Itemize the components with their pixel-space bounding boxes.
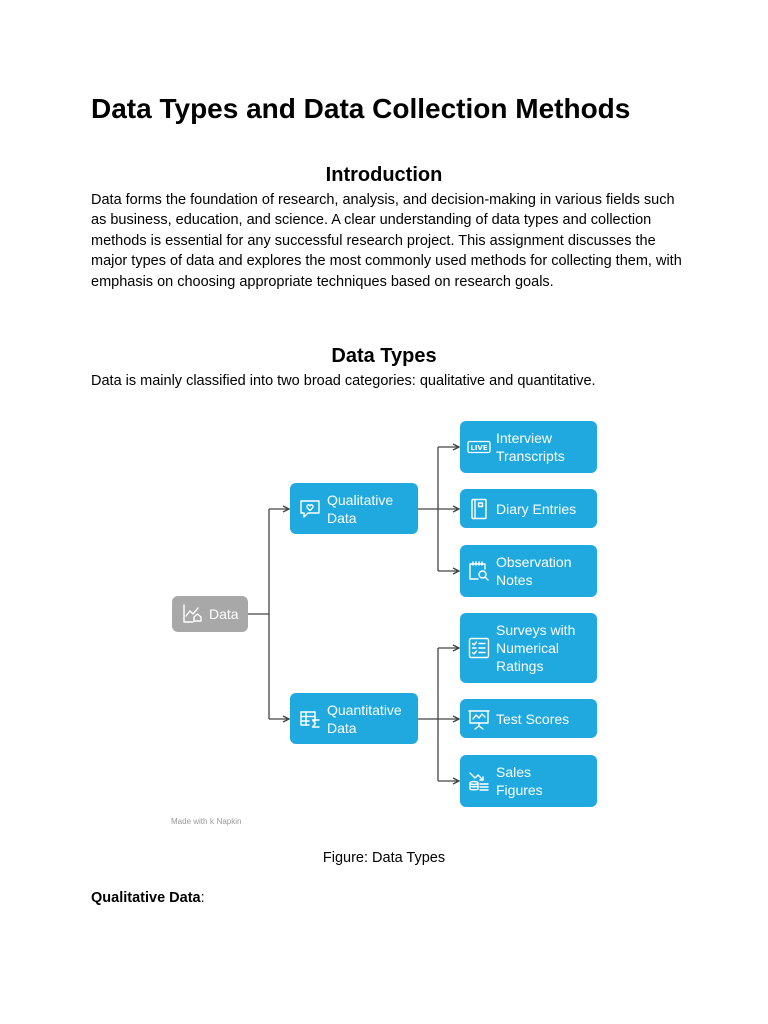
node-test-scores: Test Scores [460,699,597,738]
node-sales-figures: Sales Figures [460,755,597,807]
node-diary-label: Diary Entries [496,500,577,517]
heart-chat-icon [298,497,322,521]
live-badge-icon: LIVE [467,435,491,459]
data-types-heading: Data Types [331,345,437,367]
node-interview-label: Interview Transcripts [496,430,565,464]
chart-home-icon [180,602,204,626]
calendar-search-icon [467,559,491,583]
watermark-brand: Napkin [216,817,242,826]
node-surveys-label: Surveys with Numerical Ratings [496,622,576,674]
notebook-icon [467,497,491,521]
node-quantitative-data: Quantitative Data [290,693,418,744]
node-test-scores-label: Test Scores [496,710,570,727]
node-sales-label: Sales Figures [496,764,543,798]
presentation-chart-icon [467,707,491,731]
node-observation-label: Observation Notes [496,554,572,588]
node-diary-entries: Diary Entries [460,489,597,528]
qualitative-data-subheading: Qualitative Data: [91,888,205,908]
node-quantitative-label: Quantitative Data [327,701,402,736]
qualitative-data-colon: : [200,890,205,906]
watermark-text: Made with [171,817,208,826]
node-interview-transcripts: LIVE Interview Transcripts [460,421,597,473]
node-data-label: Data [209,606,239,622]
napkin-logo-icon: 𝗄 [209,817,215,826]
svg-text:LIVE: LIVE [470,444,487,452]
coins-trend-icon [467,769,491,793]
node-surveys: Surveys with Numerical Ratings [460,613,597,683]
figure-caption: Figure: Data Types [322,850,446,866]
data-types-paragraph: Data is mainly classified into two broad… [91,373,596,389]
document-title: Data Types and Data Collection Methods [91,93,631,124]
node-qualitative-label: Qualitative Data [327,491,394,526]
table-sigma-icon [298,707,322,731]
node-data: Data [172,596,248,632]
introduction-paragraph: Data forms the foundation of research, a… [91,192,682,290]
qualitative-data-label: Qualitative Data [91,890,201,906]
introduction-heading: Introduction [325,164,443,186]
checklist-icon [467,636,491,660]
node-qualitative-data: Qualitative Data [290,483,418,534]
node-observation-notes: Observation Notes [460,545,597,597]
napkin-watermark: Made with 𝗄 Napkin [171,817,241,826]
